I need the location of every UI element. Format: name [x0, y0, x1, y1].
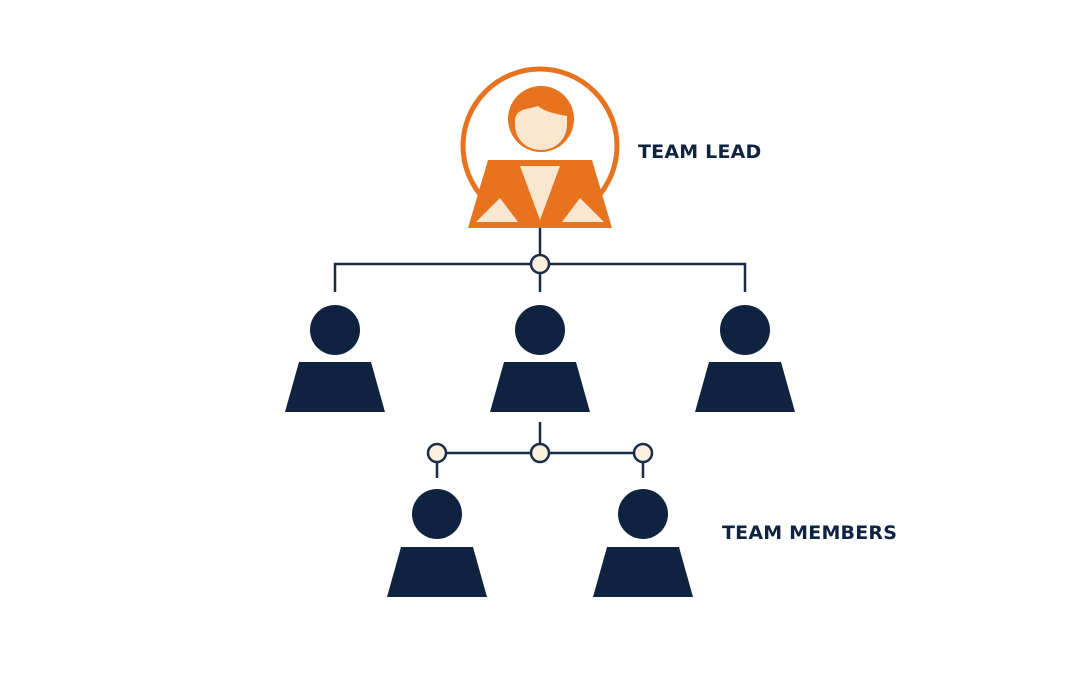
team-lead-label: TEAM LEAD: [638, 141, 762, 163]
bottom-left-junction: [426, 442, 448, 464]
junction-nodes: [426, 253, 654, 464]
team-lead-icon: [460, 66, 620, 228]
member-head: [412, 489, 462, 539]
middle-junction: [529, 442, 551, 464]
lead-lapel-left: [476, 198, 518, 222]
bottom-right-junction: [632, 442, 654, 464]
lead-lapel-right: [562, 198, 604, 222]
member-person-icon: [387, 489, 487, 597]
member-head: [720, 305, 770, 355]
member-body: [387, 547, 487, 597]
top-junction: [529, 253, 551, 275]
lead-shirt: [520, 166, 560, 220]
member-body: [593, 547, 693, 597]
member-person-icon: [285, 305, 385, 412]
member-body: [695, 362, 795, 412]
member-person-icon: [695, 305, 795, 412]
member-person-icon: [490, 305, 590, 412]
team-members-group: [285, 305, 795, 597]
team-members-label: TEAM MEMBERS: [722, 522, 898, 544]
member-body: [490, 362, 590, 412]
lead-face: [514, 106, 567, 150]
member-head: [515, 305, 565, 355]
member-head: [310, 305, 360, 355]
member-body: [285, 362, 385, 412]
member-person-icon: [593, 489, 693, 597]
member-head: [618, 489, 668, 539]
